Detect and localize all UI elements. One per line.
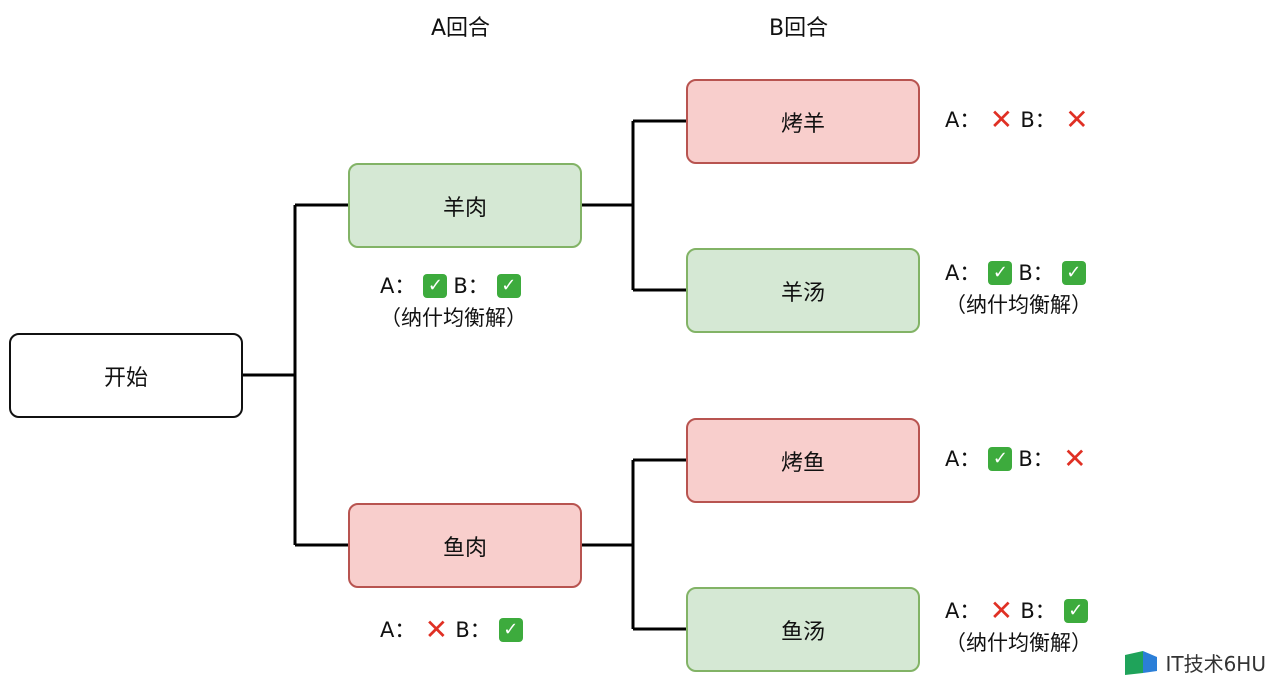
result-a-label: A： [945,108,981,132]
check-icon: ✓ [988,447,1013,471]
check-icon: ✓ [1061,261,1086,285]
check-icon: ✓ [988,261,1013,285]
result-b-label: B： [1018,261,1054,285]
result-roast-fish: A： ✓ B： ✕ [945,443,1094,475]
result-a-label: A： [945,599,981,623]
watermark-text: IT技术6HU [1165,652,1266,676]
result-b-label: B： [1020,108,1056,132]
node-start: 开始 [9,333,243,418]
check-icon: ✓ [423,274,448,298]
result-note: （纳什均衡解） [380,306,527,330]
result-note: （纳什均衡解） [945,631,1092,655]
node-lamb: 羊肉 [348,163,582,248]
result-lamb-soup: A： ✓ B： ✓ （纳什均衡解） [945,257,1092,321]
check-icon: ✓ [1063,599,1088,623]
result-a-label: A： [945,261,981,285]
check-icon: ✓ [498,618,523,642]
node-roast-lamb: 烤羊 [686,79,920,164]
round-a-label: A回合 [431,16,491,41]
result-fish-soup: A： ✕ B： ✓ （纳什均衡解） [945,595,1094,659]
result-b-label: B： [1020,599,1056,623]
cross-icon: ✕ [1063,442,1087,475]
cross-icon: ✕ [1065,103,1089,136]
logo-icon [1125,650,1158,675]
check-icon: ✓ [496,274,521,298]
result-lamb: A： ✓ B： ✓ （纳什均衡解） [380,270,527,334]
node-lamb-soup: 羊汤 [686,248,920,333]
watermark: IT技术6HU [1123,648,1266,677]
cross-icon: ✕ [989,594,1014,627]
result-note: （纳什均衡解） [945,293,1092,317]
round-b-label: B回合 [769,16,829,41]
result-a-label: A： [380,274,416,298]
result-a-label: A： [380,618,416,642]
result-a-label: A： [945,447,981,471]
result-b-label: B： [1018,447,1054,471]
result-roast-lamb: A： ✕ B： ✕ [945,104,1096,136]
result-fish: A： ✕ B： ✓ [380,614,529,646]
result-b-label: B： [453,274,489,298]
node-fish-soup: 鱼汤 [686,587,920,672]
cross-icon: ✕ [989,103,1014,136]
result-b-label: B： [455,618,491,642]
cross-icon: ✕ [424,613,449,646]
node-roast-fish: 烤鱼 [686,418,920,503]
node-fish: 鱼肉 [348,503,582,588]
